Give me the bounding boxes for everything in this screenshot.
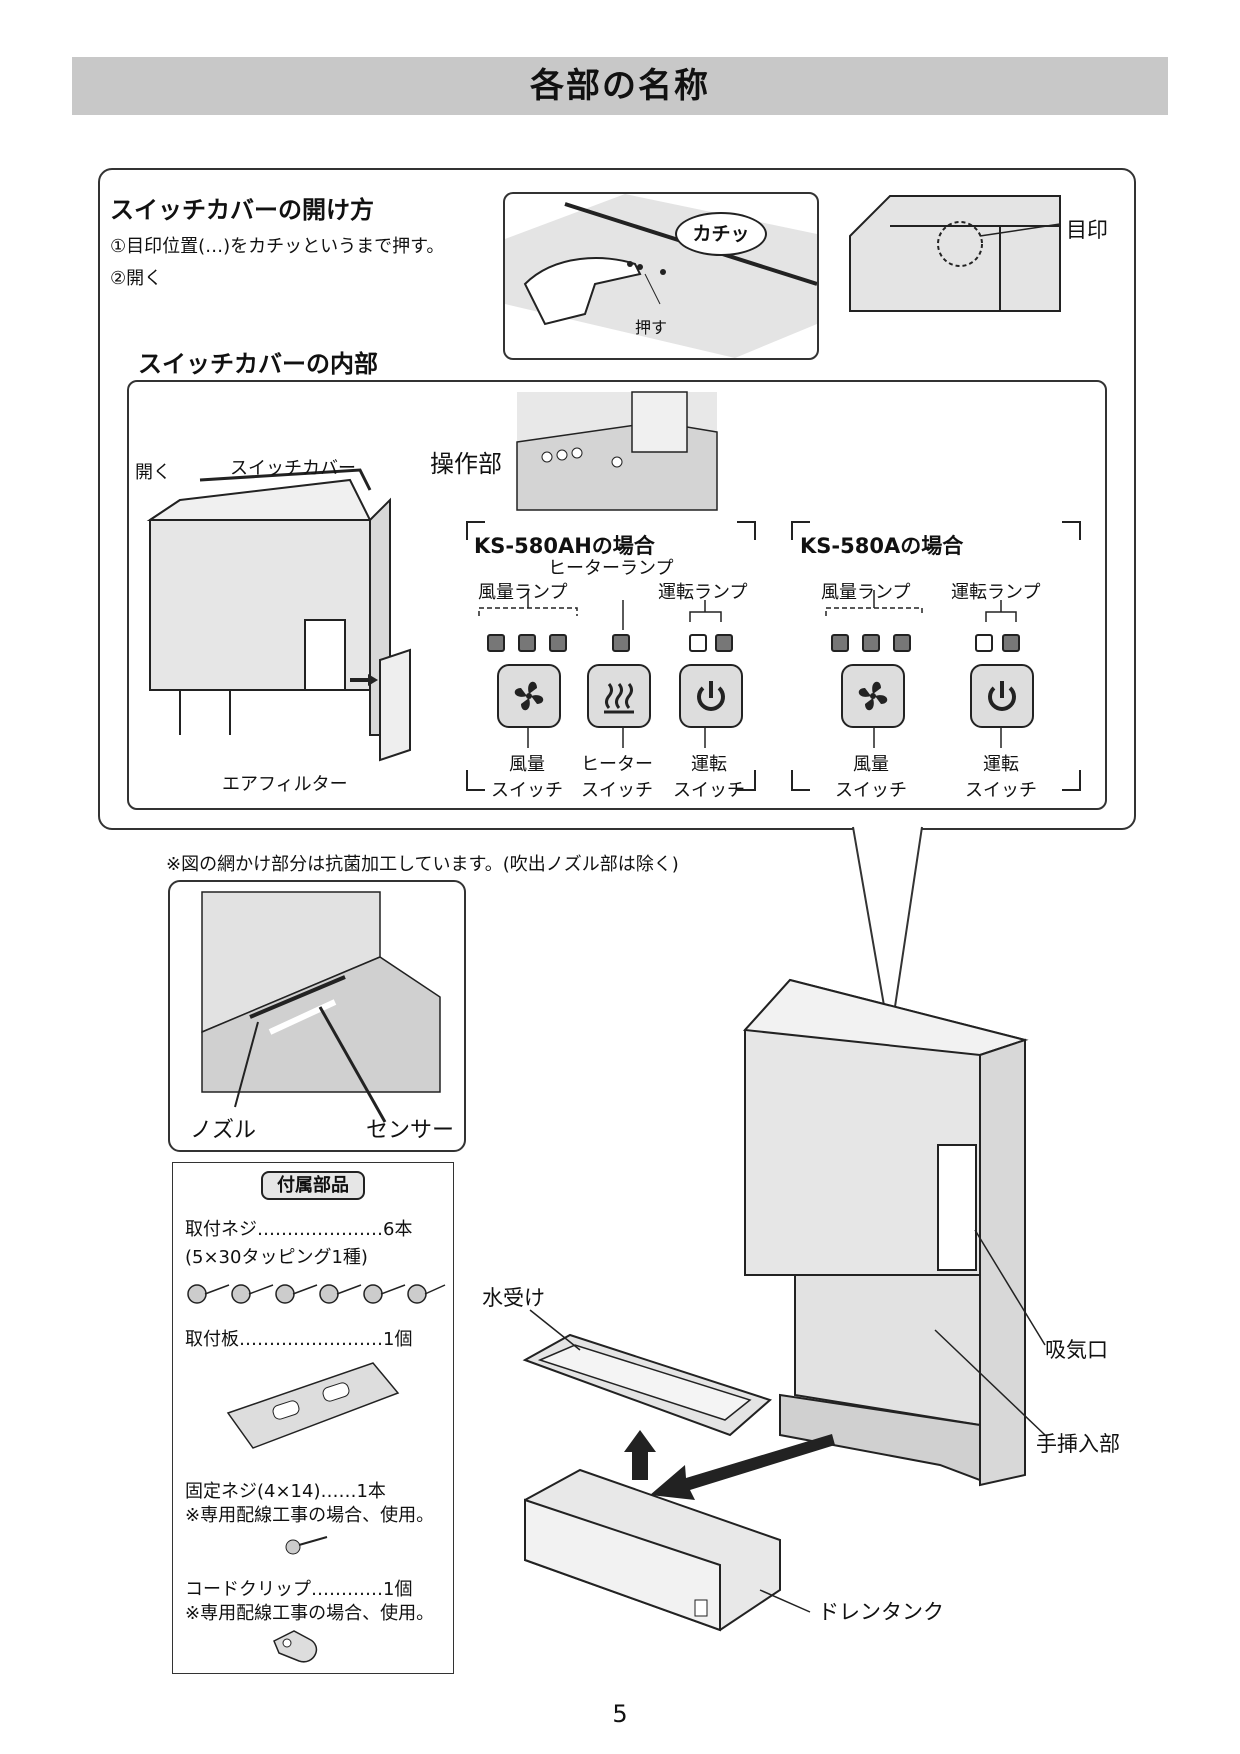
ah-heater-switch-label: ヒータースイッチ (581, 754, 653, 801)
page-title: 各部の名称 (530, 66, 710, 106)
drain-tank-label: ドレンタンク (818, 1600, 944, 1624)
air-inlet-label: 吸気口 (1045, 1338, 1108, 1362)
model-ah-air-lamp: 風量ランプ (478, 582, 568, 603)
mark-illustration (849, 195, 1061, 312)
ah-run-lamp-1 (689, 634, 707, 652)
unit-open-cover-diagram (146, 468, 391, 736)
hand-insert-label: 手挿入部 (1036, 1432, 1120, 1456)
operation-part-label: 操作部 (430, 450, 502, 478)
a-run-lamp-1 (975, 634, 993, 652)
assembly-arrows (624, 1430, 835, 1500)
a-run-switch-label: 運転スイッチ (965, 754, 1037, 801)
accessories-title: 付属部品 (261, 1171, 365, 1200)
ah-run-switch-label: 運転スイッチ (673, 754, 745, 801)
ah-air-lamp-1 (487, 634, 505, 652)
fan-icon (858, 681, 888, 711)
ah-run-switch[interactable] (679, 664, 743, 728)
model-ah-bracket (466, 521, 756, 791)
accessory-fix-note: ※専用配線工事の場合、使用。 (185, 1505, 435, 1526)
page-number: 5 (612, 1700, 628, 1728)
model-a-run-lamp: 運転ランプ (951, 582, 1041, 603)
open-label: 開く (135, 462, 171, 483)
model-a-title: KS-580Aの場合 (800, 534, 964, 558)
power-icon (988, 681, 1016, 711)
model-ah-heater-lamp: ヒーターランプ (548, 558, 674, 579)
accessories-panel: 付属部品 取付ネジ…………………6本 (5×30タッピング1種) 取付板…………… (172, 1162, 454, 1674)
sensor-label: センサー (366, 1118, 455, 1143)
cord-clip-icon (273, 1630, 318, 1663)
a-fan-switch[interactable] (841, 664, 905, 728)
switch-cover-label: スイッチカバー (230, 458, 356, 479)
ah-fan-switch[interactable] (497, 664, 561, 728)
accessory-screws: 取付ネジ…………………6本 (185, 1219, 413, 1240)
nozzle-diagram (201, 891, 441, 1123)
model-a-bracket (791, 521, 1081, 791)
a-air-lamp-2 (862, 634, 880, 652)
nozzle-label: ノズル (190, 1118, 257, 1143)
screws-icon (187, 1284, 446, 1304)
air-filter-diagram (350, 648, 411, 762)
model-ah-run-lamp: 運転ランプ (658, 582, 748, 603)
accessory-plate: 取付板……………………1個 (185, 1329, 413, 1350)
air-filter-label: エアフィルター (222, 774, 348, 795)
a-run-switch[interactable] (970, 664, 1034, 728)
a-fan-switch-label: 風量スイッチ (835, 754, 907, 801)
kachi-text: カチッ (692, 223, 750, 245)
ah-run-lamp-2 (715, 634, 733, 652)
main-unit-diagram (742, 978, 1029, 1487)
push-label: 押す (635, 318, 668, 337)
push-illustration: カチッ 押す (503, 192, 819, 360)
model-a-air-lamp: 風量ランプ (821, 582, 911, 603)
operation-panel-photo (516, 391, 718, 511)
a-air-lamp-1 (831, 634, 849, 652)
ah-heater-switch[interactable] (587, 664, 651, 728)
open-method-title: スイッチカバーの開け方 (110, 196, 374, 224)
a-run-lamp-2 (1002, 634, 1020, 652)
antibacterial-note: ※図の網かけ部分は抗菌加工しています。(吹出ノズル部は除く) (166, 854, 679, 875)
model-ah-title: KS-580AHの場合 (474, 534, 655, 558)
ah-air-lamp-2 (518, 634, 536, 652)
mounting-plate-icon (226, 1362, 400, 1449)
ah-fan-switch-label: 風量スイッチ (491, 754, 563, 801)
accessory-clip-note: ※専用配線工事の場合、使用。 (185, 1603, 435, 1624)
water-tray-diagram (522, 1333, 772, 1437)
drain-tank-diagram (524, 1468, 781, 1632)
accessory-screws-spec: (5×30タッピング1種) (185, 1247, 368, 1268)
fix-screw-icon (285, 1536, 328, 1555)
inside-title: スイッチカバーの内部 (138, 350, 378, 378)
heater-icon (604, 683, 634, 714)
ah-heater-lamp (612, 634, 630, 652)
title-bar: 各部の名称 (72, 57, 1168, 115)
a-air-lamp-3 (893, 634, 911, 652)
open-step-1: ①目印位置(…)をカチッというまで押す。 (110, 236, 445, 257)
fan-icon (514, 681, 544, 711)
kachi-bubble: カチッ (675, 212, 767, 256)
mark-label: 目印 (1066, 218, 1108, 242)
open-step-2: ②開く (110, 268, 163, 289)
accessory-clip: コードクリップ…………1個 (185, 1579, 413, 1600)
accessory-fix-screw: 固定ネジ(4×14)……1本 (185, 1481, 386, 1502)
nozzle-panel: ノズル センサー (168, 880, 466, 1152)
water-tray-label: 水受け (482, 1286, 545, 1310)
ah-air-lamp-3 (549, 634, 567, 652)
power-icon (697, 681, 725, 711)
